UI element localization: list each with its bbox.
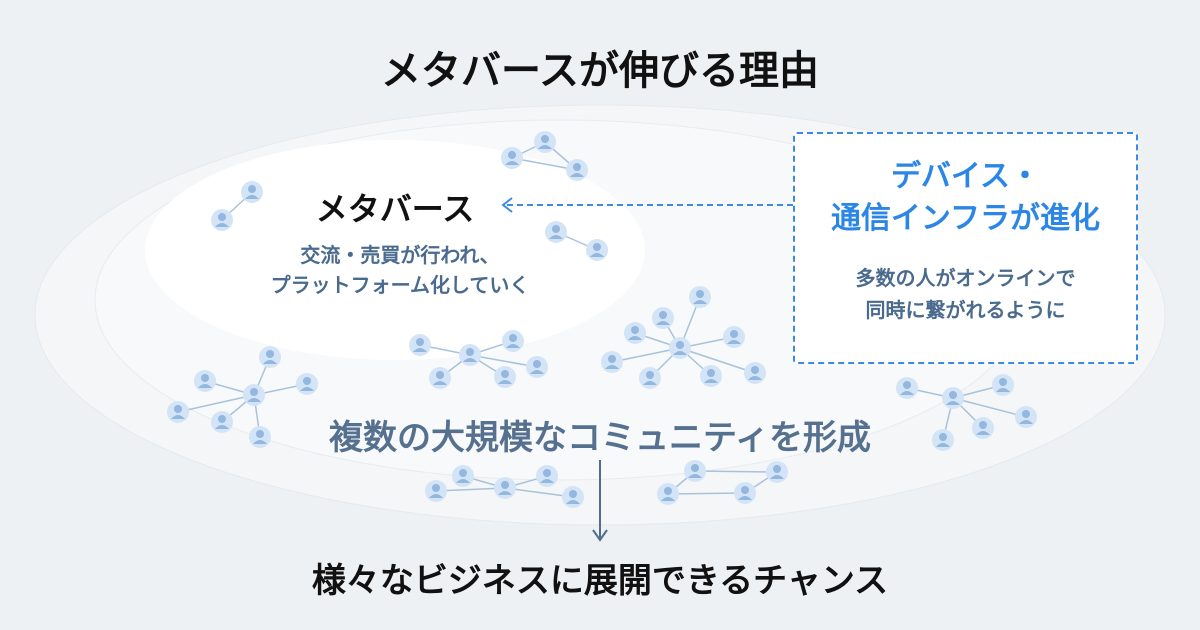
person-icon <box>502 330 524 352</box>
network-link <box>469 354 538 368</box>
metaverse-description: 交流・売買が行われ、 プラットフォーム化していく <box>200 240 600 300</box>
community-networks <box>167 131 1037 508</box>
person-icon <box>425 480 447 502</box>
arrow-down-head <box>592 529 608 542</box>
community-network <box>601 286 766 389</box>
person-icon <box>194 370 216 392</box>
person-icon <box>501 147 523 169</box>
person-icon <box>744 362 766 384</box>
person-icon <box>992 374 1014 396</box>
person-icon <box>409 334 431 356</box>
community-network <box>211 181 263 231</box>
network-link <box>177 394 255 413</box>
person-icon <box>429 367 451 389</box>
community-network <box>545 221 608 261</box>
community-network <box>425 465 584 508</box>
arrow-left-head <box>501 197 513 213</box>
person-icon <box>167 401 189 423</box>
person-icon <box>452 465 474 487</box>
driver-title-line: 通信インフラが進化 <box>830 201 1101 236</box>
network-link <box>511 157 578 171</box>
person-icon <box>1015 406 1037 428</box>
driver-title-line: デバイス・ <box>890 159 1041 194</box>
person-icon <box>624 322 646 344</box>
community-network <box>896 374 1037 451</box>
community-network <box>501 131 588 181</box>
inner-ellipse <box>145 140 645 360</box>
network-link <box>667 492 746 495</box>
person-icon <box>669 337 691 359</box>
driver-description: 多数の人がオンラインで 同時に繋がれるように <box>793 262 1138 326</box>
person-icon <box>494 477 516 499</box>
person-icon <box>243 384 265 406</box>
page-title: メタバースが伸びる理由 <box>381 48 819 94</box>
person-icon <box>601 351 623 373</box>
community-network <box>167 346 318 448</box>
person-icon <box>639 367 661 389</box>
person-icon <box>766 461 788 483</box>
person-icon <box>652 307 674 329</box>
person-icon <box>545 221 567 243</box>
person-icon <box>932 429 954 451</box>
network-link <box>952 397 1027 418</box>
person-icon <box>684 460 706 482</box>
network-link <box>679 347 756 374</box>
person-icon <box>536 465 558 487</box>
person-icon <box>896 377 918 399</box>
person-icon <box>562 486 584 508</box>
person-icon <box>259 346 281 368</box>
person-icon <box>734 482 756 504</box>
person-icon <box>211 411 233 433</box>
outcome-label: 様々なビジネスに展開できるチャンス <box>311 561 889 601</box>
community-network <box>657 460 788 505</box>
person-icon <box>211 209 233 231</box>
metaverse-description-line: プラットフォーム化していく <box>270 273 530 297</box>
person-icon <box>566 159 588 181</box>
person-icon <box>459 344 481 366</box>
driver-title: デバイス・ 通信インフラが進化 <box>793 156 1138 240</box>
network-link <box>504 487 574 498</box>
person-icon <box>942 387 964 409</box>
person-icon <box>689 286 711 308</box>
person-icon <box>972 417 994 439</box>
community-network <box>409 330 548 389</box>
metaverse-description-line: 交流・売買が行われ、 <box>300 243 500 267</box>
person-icon <box>586 239 608 261</box>
driver-box <box>793 132 1138 364</box>
network-link <box>694 470 778 473</box>
metaverse-label: メタバース <box>315 190 475 228</box>
network-link <box>611 347 681 363</box>
driver-description-line: 同時に繋がれるように <box>865 298 1066 322</box>
person-icon <box>494 366 516 388</box>
person-icon <box>657 483 679 505</box>
person-icon <box>296 373 318 395</box>
person-icon <box>534 131 556 153</box>
person-icon <box>700 365 722 387</box>
person-icon <box>241 181 263 203</box>
person-icon <box>723 326 745 348</box>
network-link <box>435 487 506 492</box>
community-label: 複数の大規模なコミュニティを形成 <box>329 418 871 458</box>
person-icon <box>249 426 271 448</box>
driver-description-line: 多数の人がオンラインで <box>855 266 1076 290</box>
person-icon <box>526 356 548 378</box>
